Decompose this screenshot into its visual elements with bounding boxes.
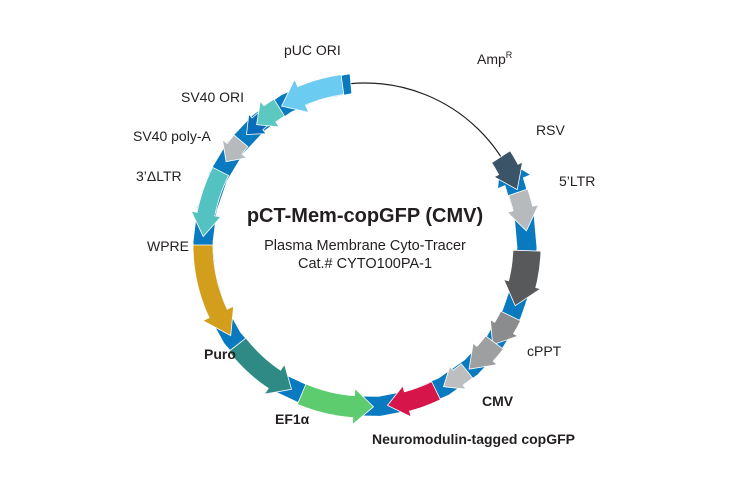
label-rsv: RSV (536, 122, 565, 138)
feature-arrow-gray1 (489, 310, 522, 346)
feature-arrow-ltr5 (506, 188, 540, 232)
label-cppt: cPPT (527, 343, 562, 359)
plasmid-subtitle: Plasma Membrane Cyto-Tracer (264, 238, 466, 254)
label-5ltr: 5’LTR (559, 173, 595, 189)
feature-arrow-gray2 (468, 335, 504, 370)
label-puc: pUC ORI (284, 42, 341, 58)
feature-arrow-rsv (491, 150, 524, 191)
label-copgfp: Neuromodulin-tagged copGFP (372, 431, 575, 447)
label-3ltr: 3’ΔLTR (136, 168, 182, 184)
feature-arrow-ltr3 (221, 134, 249, 163)
feature-arrow-ef1a (228, 337, 293, 395)
feature-arrow-sv40 (256, 98, 286, 128)
label-ampr: AmpR (477, 50, 513, 67)
label-polya: SV40 poly-A (133, 128, 211, 144)
label-ampr-text: Amp (477, 51, 506, 67)
feature-arrow-cppt (442, 363, 474, 390)
label-ampr-sup: R (506, 50, 513, 60)
label-cmv: CMV (482, 393, 514, 409)
feature-arrow-wpre (190, 166, 230, 238)
feature-arrow-dark (503, 249, 542, 307)
label-wpre: WPRE (147, 238, 189, 254)
catalog-number: Cat.# CYTO100PA-1 (298, 256, 432, 272)
feature-arrow-puro (192, 244, 235, 337)
feature-arrow-puc (281, 74, 345, 113)
label-sv40: SV40 ORI (181, 89, 244, 105)
feature-arrow-cmv (386, 381, 441, 418)
plasmid-title: pCT-Mem-copGFP (CMV) (247, 205, 483, 227)
label-ef1a: EF1α (275, 411, 310, 427)
feature-arrow-gfp (296, 383, 375, 426)
label-puro: Puro (204, 346, 236, 362)
